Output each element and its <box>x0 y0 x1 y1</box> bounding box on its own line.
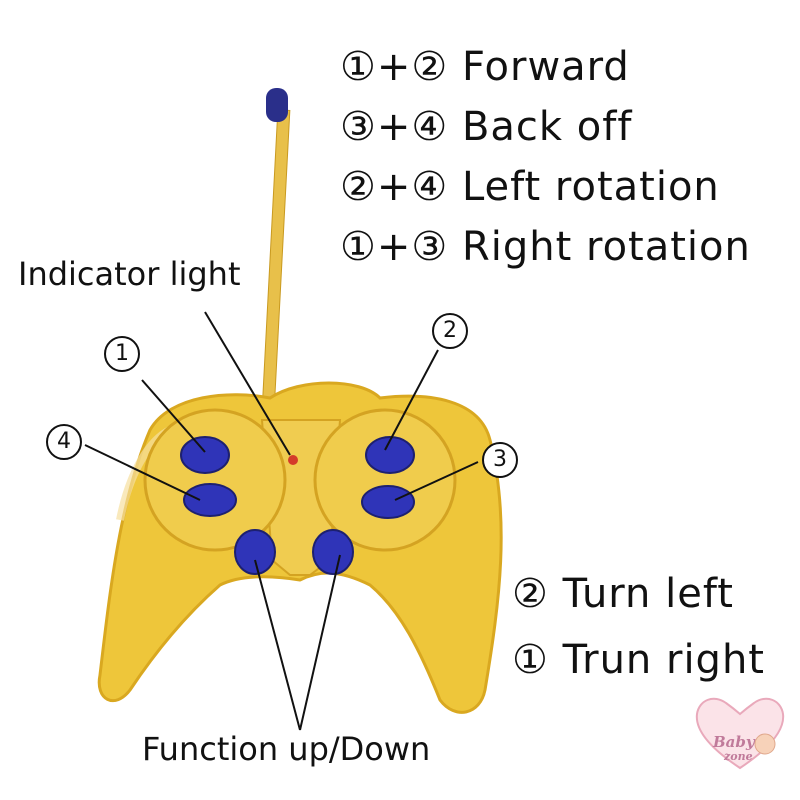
callout-button-3 <box>394 461 479 501</box>
marker-1: 1 <box>104 336 140 372</box>
antenna <box>261 109 291 411</box>
turn-text: Turn left <box>562 571 734 617</box>
function-button-left <box>234 529 276 575</box>
instruction-forward: ①+② Forward <box>340 47 630 87</box>
instruction-action: Left rotation <box>461 164 720 210</box>
instruction-action: Back off <box>461 104 633 150</box>
turn-number: ② <box>512 571 549 617</box>
callout-button-2 <box>384 349 439 451</box>
instruction-combo: ③+④ <box>340 104 449 150</box>
turn-right-instruction: ① Trun right <box>512 640 765 680</box>
instruction-combo: ①+③ <box>340 224 449 270</box>
button-3 <box>361 485 415 519</box>
turn-text: Trun right <box>562 637 765 683</box>
antenna-tip <box>266 88 288 122</box>
function-up-down-label: Function up/Down <box>142 730 431 768</box>
marker-3: 3 <box>482 442 518 478</box>
indicator-light-label: Indicator light <box>18 255 241 293</box>
callout-button-4 <box>84 444 201 501</box>
instruction-combo: ②+④ <box>340 164 449 210</box>
callout-indicator <box>204 311 291 456</box>
callout-function-right <box>299 554 341 731</box>
button-1 <box>180 436 230 474</box>
instruction-action: Right rotation <box>461 224 751 270</box>
turn-number: ① <box>512 637 549 683</box>
instruction-back-off: ③+④ Back off <box>340 107 632 147</box>
marker-2: 2 <box>432 313 468 349</box>
callout-function-left <box>254 559 301 731</box>
marker-4: 4 <box>46 424 82 460</box>
logo-baby-face <box>754 733 776 755</box>
button-4 <box>183 483 237 517</box>
function-button-right <box>312 529 354 575</box>
logo-text-zone: zone <box>724 750 753 763</box>
turn-left-instruction: ② Turn left <box>512 574 734 614</box>
left-dial <box>143 408 287 552</box>
instruction-left-rotation: ②+④ Left rotation <box>340 167 720 207</box>
callout-button-1 <box>141 379 206 453</box>
button-2 <box>365 436 415 474</box>
instruction-right-rotation: ①+③ Right rotation <box>340 227 751 267</box>
right-dial <box>313 408 457 552</box>
logo-text-baby: Baby <box>713 733 755 751</box>
indicator-light <box>288 455 298 465</box>
instruction-action: Forward <box>461 44 630 90</box>
instruction-combo: ①+② <box>340 44 449 90</box>
